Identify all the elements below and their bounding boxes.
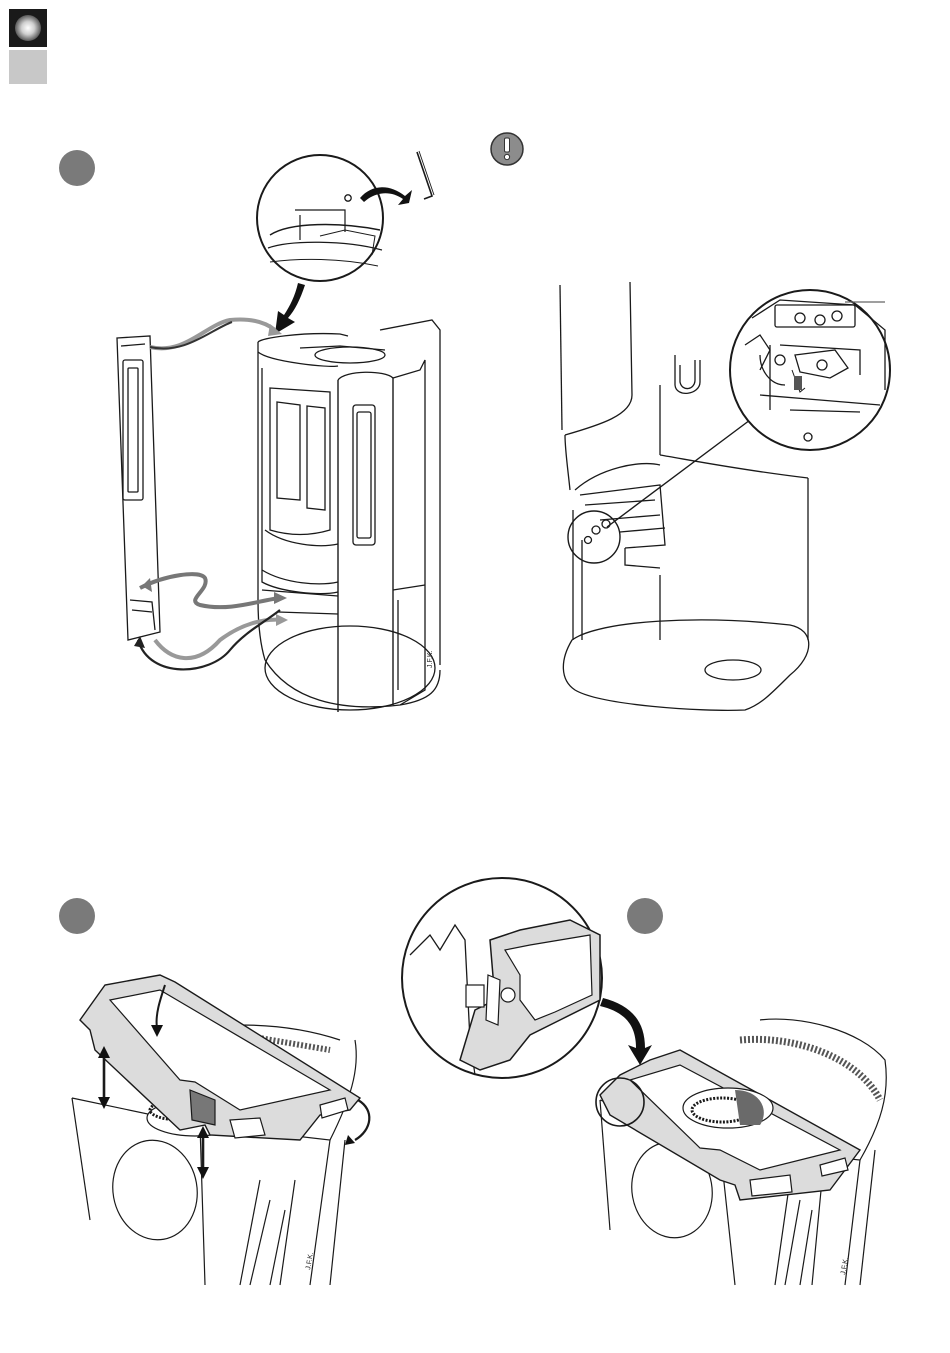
detail-circle-hook: [402, 878, 602, 1078]
arrow-to-detail: [600, 998, 652, 1065]
installed-frame: [600, 1050, 860, 1200]
brand-mark-3: J.F.K.: [840, 1257, 850, 1276]
